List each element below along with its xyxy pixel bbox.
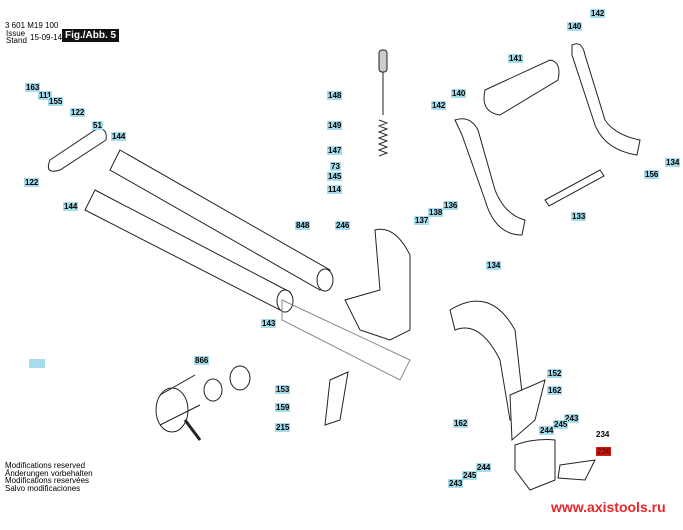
label-144[interactable]: 144 — [63, 202, 79, 211]
issue-date: 15-09-14 — [30, 33, 63, 42]
website-link[interactable]: www.axistools.ru — [551, 499, 666, 515]
label-73[interactable]: 73 — [330, 162, 341, 171]
label-152[interactable]: 152 — [547, 369, 563, 378]
label-138[interactable]: 138 — [428, 208, 444, 217]
footer-line-fr: Modifications reservées — [5, 476, 90, 485]
label-162[interactable]: 162 — [547, 386, 563, 395]
label-155[interactable]: 155 — [48, 97, 64, 106]
empty-label-box — [29, 359, 45, 368]
label-51[interactable]: 51 — [92, 121, 103, 130]
label-153[interactable]: 153 — [275, 385, 291, 394]
label-147[interactable]: 147 — [327, 146, 343, 155]
part-number: 3 601 M19 100 — [5, 21, 59, 30]
grip-141 — [483, 59, 560, 116]
figure-title: Fig./Abb. 5 — [62, 29, 120, 42]
arm-140-left — [454, 118, 526, 236]
label-136[interactable]: 136 — [443, 201, 459, 210]
footer-line-de: Änderungen vorbehalten — [5, 468, 93, 478]
label-245[interactable]: 245 — [553, 420, 569, 429]
modifications-notice: Modifications reserved Änderungen vorbeh… — [5, 462, 93, 492]
label-144[interactable]: 144 — [111, 132, 127, 141]
label-236-highlighted[interactable]: 236 — [596, 447, 612, 456]
plate-159 — [324, 371, 349, 426]
label-142[interactable]: 142 — [431, 101, 447, 110]
footer-line-en: Modifications reserved — [5, 461, 86, 470]
guard-234 — [514, 439, 556, 491]
label-159[interactable]: 159 — [275, 403, 291, 412]
label-134[interactable]: 134 — [486, 261, 502, 270]
plate-51 — [47, 128, 107, 172]
label-140[interactable]: 140 — [567, 22, 583, 31]
label-162[interactable]: 162 — [453, 419, 469, 428]
stand-label: Stand — [6, 36, 27, 45]
label-145[interactable]: 145 — [327, 172, 343, 181]
label-111[interactable]: 111 — [38, 91, 53, 100]
label-122[interactable]: 122 — [24, 178, 40, 187]
label-245[interactable]: 245 — [462, 471, 478, 480]
label-244[interactable]: 244 — [476, 463, 492, 472]
label-866[interactable]: 866 — [194, 356, 210, 365]
label-134[interactable]: 134 — [665, 158, 681, 167]
label-148[interactable]: 148 — [327, 91, 343, 100]
issue-label: Issue — [6, 29, 26, 38]
spring-149 — [377, 119, 389, 157]
label-848[interactable]: 848 — [295, 221, 311, 230]
label-137[interactable]: 137 — [414, 216, 430, 225]
label-243[interactable]: 243 — [564, 414, 580, 423]
label-140[interactable]: 140 — [451, 89, 467, 98]
label-122[interactable]: 122 — [70, 108, 86, 117]
label-243[interactable]: 243 — [448, 479, 464, 488]
label-141[interactable]: 141 — [508, 54, 524, 63]
label-234[interactable]: 234 — [596, 430, 610, 439]
knob-148 — [378, 49, 388, 73]
label-149[interactable]: 149 — [327, 121, 343, 130]
label-244[interactable]: 244 — [539, 426, 555, 435]
arm-140-right — [571, 43, 641, 156]
rod-133 — [544, 169, 605, 207]
bracket — [344, 228, 411, 341]
label-142[interactable]: 142 — [590, 9, 606, 18]
footer-line-es: Salvo modificaciones — [5, 483, 81, 493]
label-156[interactable]: 156 — [644, 170, 660, 179]
guard-236 — [557, 459, 596, 481]
label-133[interactable]: 133 — [571, 212, 587, 221]
tube-upper — [109, 149, 331, 291]
label-163[interactable]: 163 — [25, 83, 41, 92]
label-215[interactable]: 215 — [275, 423, 291, 432]
label-143[interactable]: 143 — [261, 319, 277, 328]
label-246[interactable]: 246 — [335, 221, 351, 230]
label-114[interactable]: 114 — [327, 185, 342, 194]
